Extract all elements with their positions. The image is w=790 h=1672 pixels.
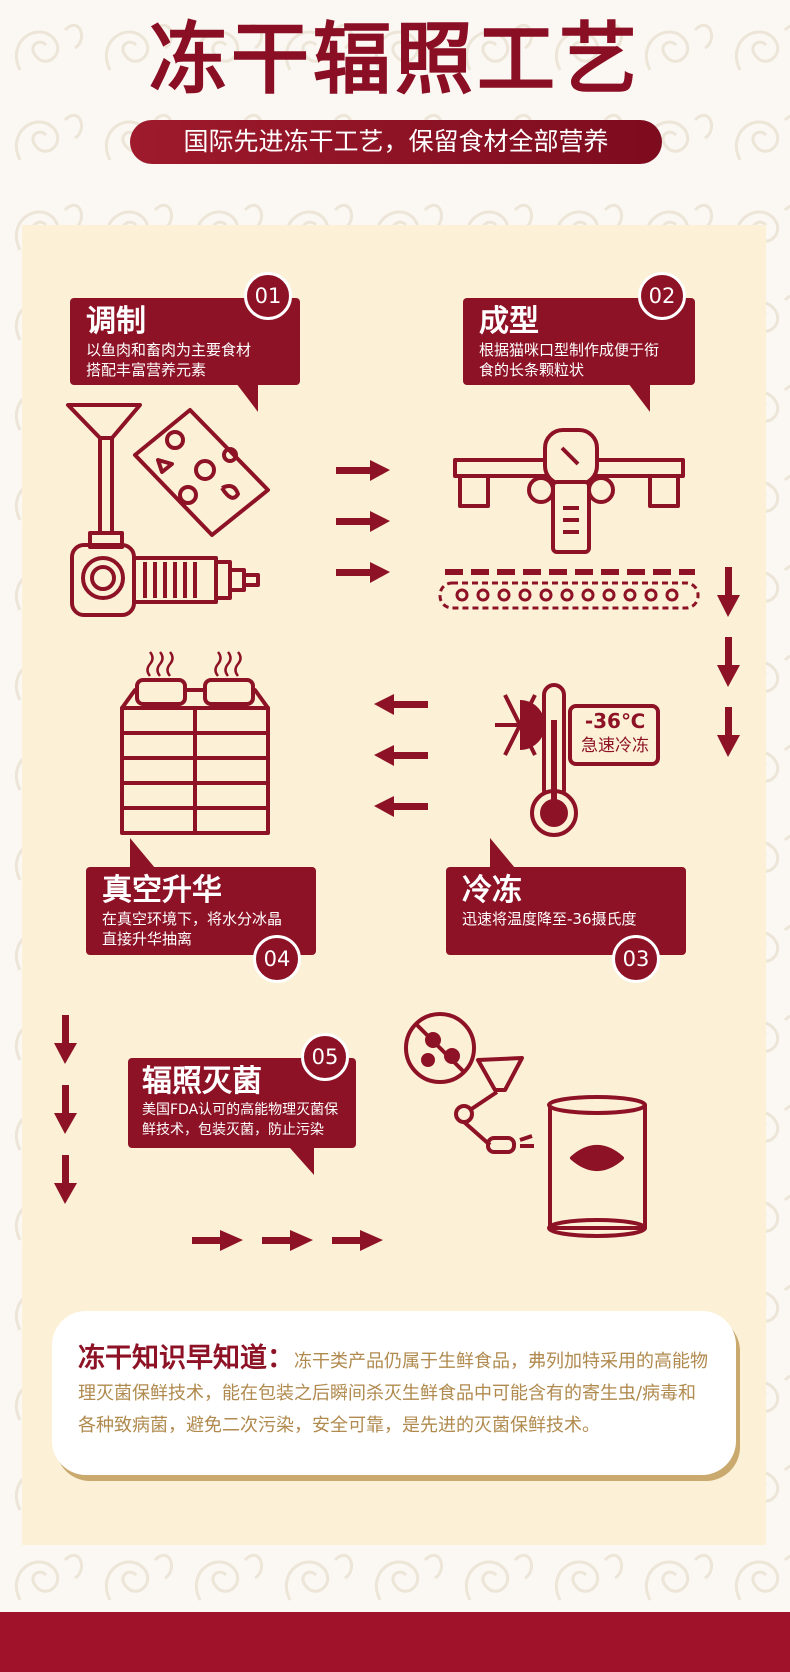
step-title: 冷冻: [462, 873, 522, 908]
arrow-down-icon: [54, 1155, 77, 1204]
arrows: [54, 460, 740, 1251]
step-desc: 美国FDA认可的高能物理灭菌保: [142, 1102, 339, 1118]
step-desc: 在真空环境下，将水分冰晶: [102, 910, 283, 928]
snowflake-icon: [495, 694, 545, 756]
step-desc: 直接升华抽离: [102, 930, 193, 948]
temperature-label: 急速冷冻: [581, 736, 649, 756]
arrow-down-icon: [717, 637, 740, 687]
step-card-1: 调制 以鱼肉和畜肉为主要食材 搭配丰富营养元素: [70, 298, 300, 385]
arrow-down-icon: [717, 707, 740, 757]
step-title: 成型: [479, 304, 539, 339]
package-bag-icon: [547, 1095, 647, 1238]
arrow-down-icon: [54, 1085, 77, 1134]
arrow-down-icon: [54, 1015, 77, 1064]
step-desc: 迅速将温度降至-36摄氏度: [462, 910, 637, 928]
bacteria-prohibited-icon: [404, 1012, 476, 1084]
thermometer-icon: [530, 683, 660, 837]
arrow-left-icon: [374, 694, 428, 715]
step-desc: 食的长条颗粒状: [479, 361, 585, 379]
page-title: 冻干辐照工艺: [148, 15, 641, 105]
step-number-badge: 02: [638, 272, 686, 320]
ingredients-card-icon: [133, 408, 270, 537]
step-desc: 鲜技术，包装灭菌，防止污染: [142, 1122, 324, 1138]
step-number-badge: 03: [612, 935, 660, 983]
arrow-right-icon: [262, 1230, 313, 1251]
arrow-right-icon: [336, 460, 390, 481]
arrow-down-icon: [717, 567, 740, 617]
step-number-badge: 01: [244, 272, 292, 320]
knowledge-box: 冻干知识早知道：冻干类产品仍属于生鲜食品，弗列加特采用的高能物理灭菌保鲜技术，能…: [52, 1311, 736, 1475]
irradiation-arm-icon: [454, 1056, 534, 1154]
knowledge-text: 冻干知识早知道：冻干类产品仍属于生鲜食品，弗列加特采用的高能物理灭菌保鲜技术，能…: [78, 1343, 712, 1442]
arrow-right-icon: [336, 511, 390, 532]
step-card-5: 辐照灭菌 美国FDA认可的高能物理灭菌保 鲜技术，包装灭菌，防止污染: [128, 1058, 356, 1148]
step-card-2: 成型 根据猫咪口型制作成便于衔 食的长条颗粒状: [463, 298, 695, 385]
step-desc: 以鱼肉和畜肉为主要食材: [86, 341, 252, 359]
knowledge-body: 冻干类产品仍属于生鲜食品，弗列加特采用的高能物理灭菌保鲜技术，能在包装之后瞬间杀…: [78, 1351, 708, 1436]
footer-band: [0, 1612, 790, 1672]
temperature-readout: -36℃ 急速冷冻: [572, 708, 658, 758]
step-number-badge: 04: [253, 935, 301, 983]
step-title: 真空升华: [102, 873, 222, 908]
vacuum-dryer-icon: [120, 678, 270, 835]
arrow-right-icon: [336, 562, 390, 583]
step-title: 调制: [86, 304, 146, 339]
steam-icon: [146, 651, 242, 677]
forming-machine-icon: [453, 428, 685, 554]
step-desc: 根据猫咪口型制作成便于衔: [479, 341, 660, 359]
step-number-badge: 05: [301, 1033, 349, 1081]
bubble-tails: [130, 383, 650, 1175]
arrow-left-icon: [374, 745, 428, 766]
grinder-machine-icon: [66, 403, 260, 617]
knowledge-title: 冻干知识早知道：: [78, 1343, 294, 1374]
arrow-right-icon: [332, 1230, 383, 1251]
arrow-left-icon: [374, 796, 428, 817]
step-title: 辐照灭菌: [142, 1064, 262, 1099]
conveyor-belt-icon: [438, 569, 700, 610]
subtitle-banner: 国际先进冻干工艺，保留食材全部营养: [130, 120, 662, 164]
step-desc: 搭配丰富营养元素: [86, 361, 207, 379]
temperature-value: -36℃: [584, 709, 646, 733]
arrow-right-icon: [192, 1230, 243, 1251]
